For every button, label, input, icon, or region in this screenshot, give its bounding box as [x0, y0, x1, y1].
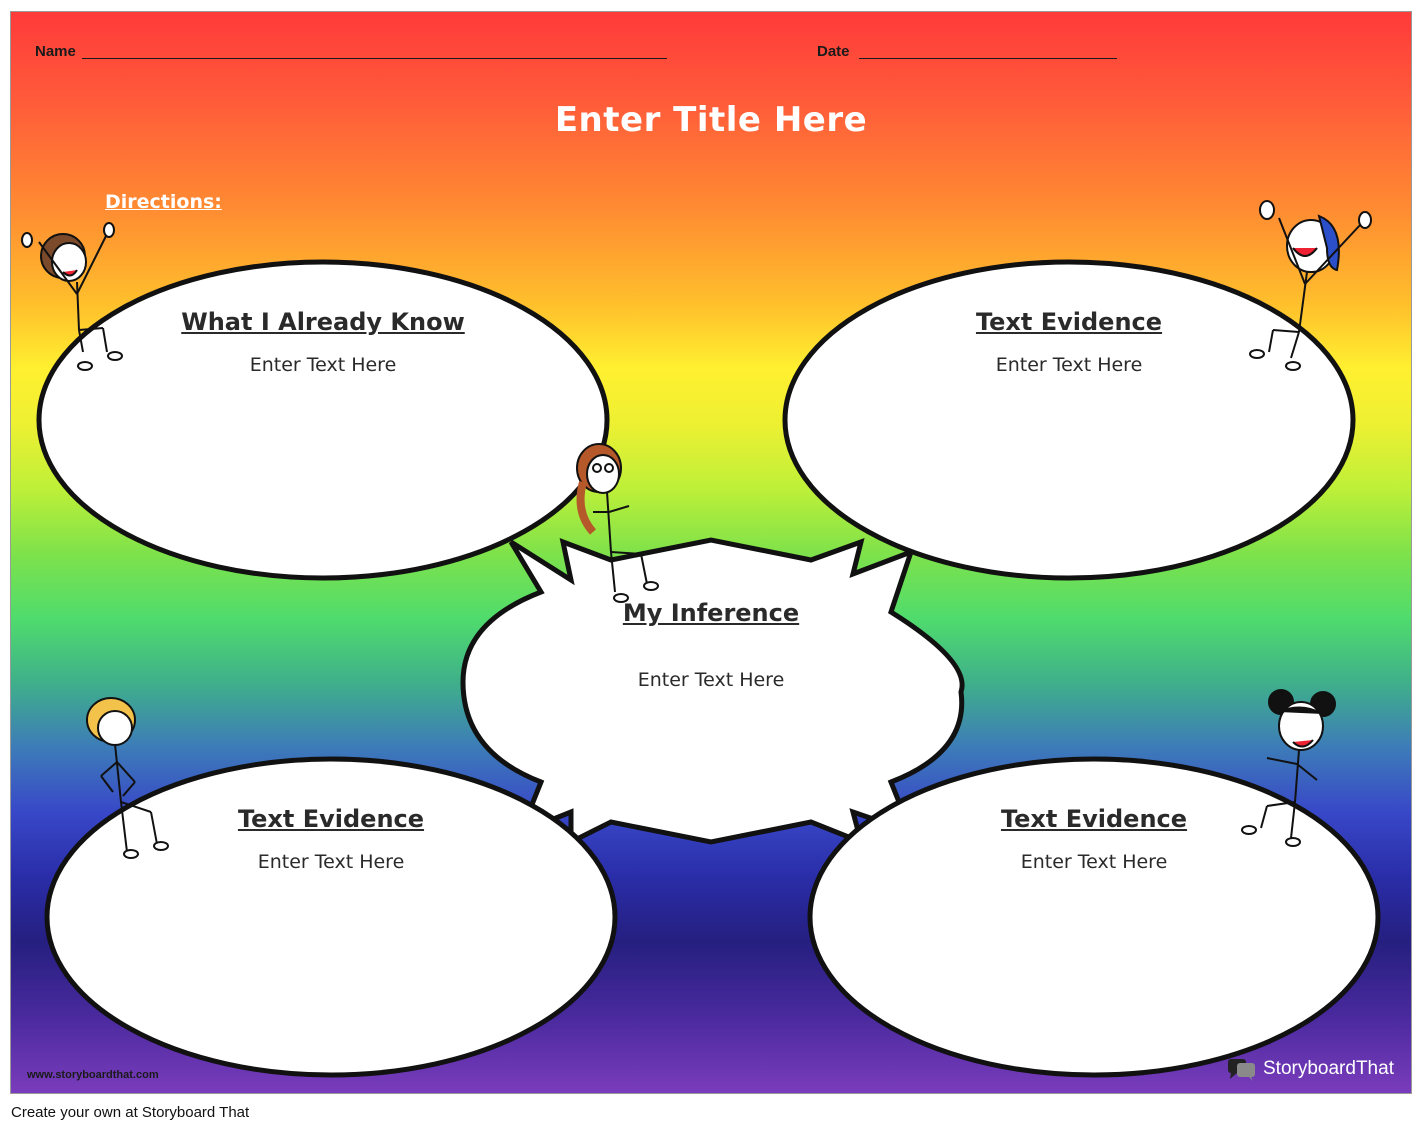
footer-caption[interactable]: Create your own at Storyboard That	[11, 1104, 250, 1121]
top-left-box-heading[interactable]: What I Already Know	[181, 308, 465, 336]
brand-name: StoryboardThat	[1263, 1058, 1394, 1080]
worksheet: Name Date Enter Title Here Directions:	[10, 11, 1412, 1094]
organizer-shapes	[21, 200, 1381, 1078]
center-burst-shape	[460, 537, 965, 847]
center-box-heading[interactable]: My Inference	[622, 599, 800, 627]
page-title[interactable]: Enter Title Here	[554, 100, 868, 140]
stick-figure-bottom-right-icon	[1241, 689, 1336, 847]
bottom-right-box-text[interactable]: Enter Text Here	[1020, 851, 1168, 873]
top-right-ellipse	[782, 259, 1356, 581]
directions-label[interactable]: Directions:	[105, 191, 222, 213]
top-right-box-heading[interactable]: Text Evidence	[975, 308, 1163, 336]
bottom-left-box-heading[interactable]: Text Evidence	[237, 805, 425, 833]
speech-bubble-icon	[1228, 1059, 1255, 1081]
stick-figure-bottom-left-icon	[86, 697, 169, 859]
top-right-box-text[interactable]: Enter Text Here	[995, 354, 1143, 376]
center-box-text[interactable]: Enter Text Here	[637, 669, 785, 691]
stick-figure-top-left-icon	[21, 222, 123, 371]
top-left-box-text[interactable]: Enter Text Here	[249, 354, 397, 376]
stick-figure-top-right-icon	[1249, 200, 1372, 371]
name-field-line[interactable]	[82, 58, 667, 59]
bottom-left-ellipse	[44, 756, 618, 1078]
bottom-right-ellipse	[807, 756, 1381, 1078]
brand-name-part2: That	[1355, 1058, 1394, 1079]
stick-figure-center-icon	[576, 443, 659, 603]
name-label: Name	[35, 43, 76, 60]
site-url: www.storyboardthat.com	[27, 1069, 159, 1081]
top-left-ellipse	[36, 259, 610, 581]
bottom-left-box-text[interactable]: Enter Text Here	[257, 851, 405, 873]
date-label: Date	[817, 43, 850, 60]
bottom-right-box-heading[interactable]: Text Evidence	[1000, 805, 1188, 833]
brand-logo: StoryboardThat	[1227, 1057, 1394, 1081]
date-field-line[interactable]	[859, 58, 1117, 59]
brand-name-part1: Storyboard	[1263, 1058, 1356, 1079]
